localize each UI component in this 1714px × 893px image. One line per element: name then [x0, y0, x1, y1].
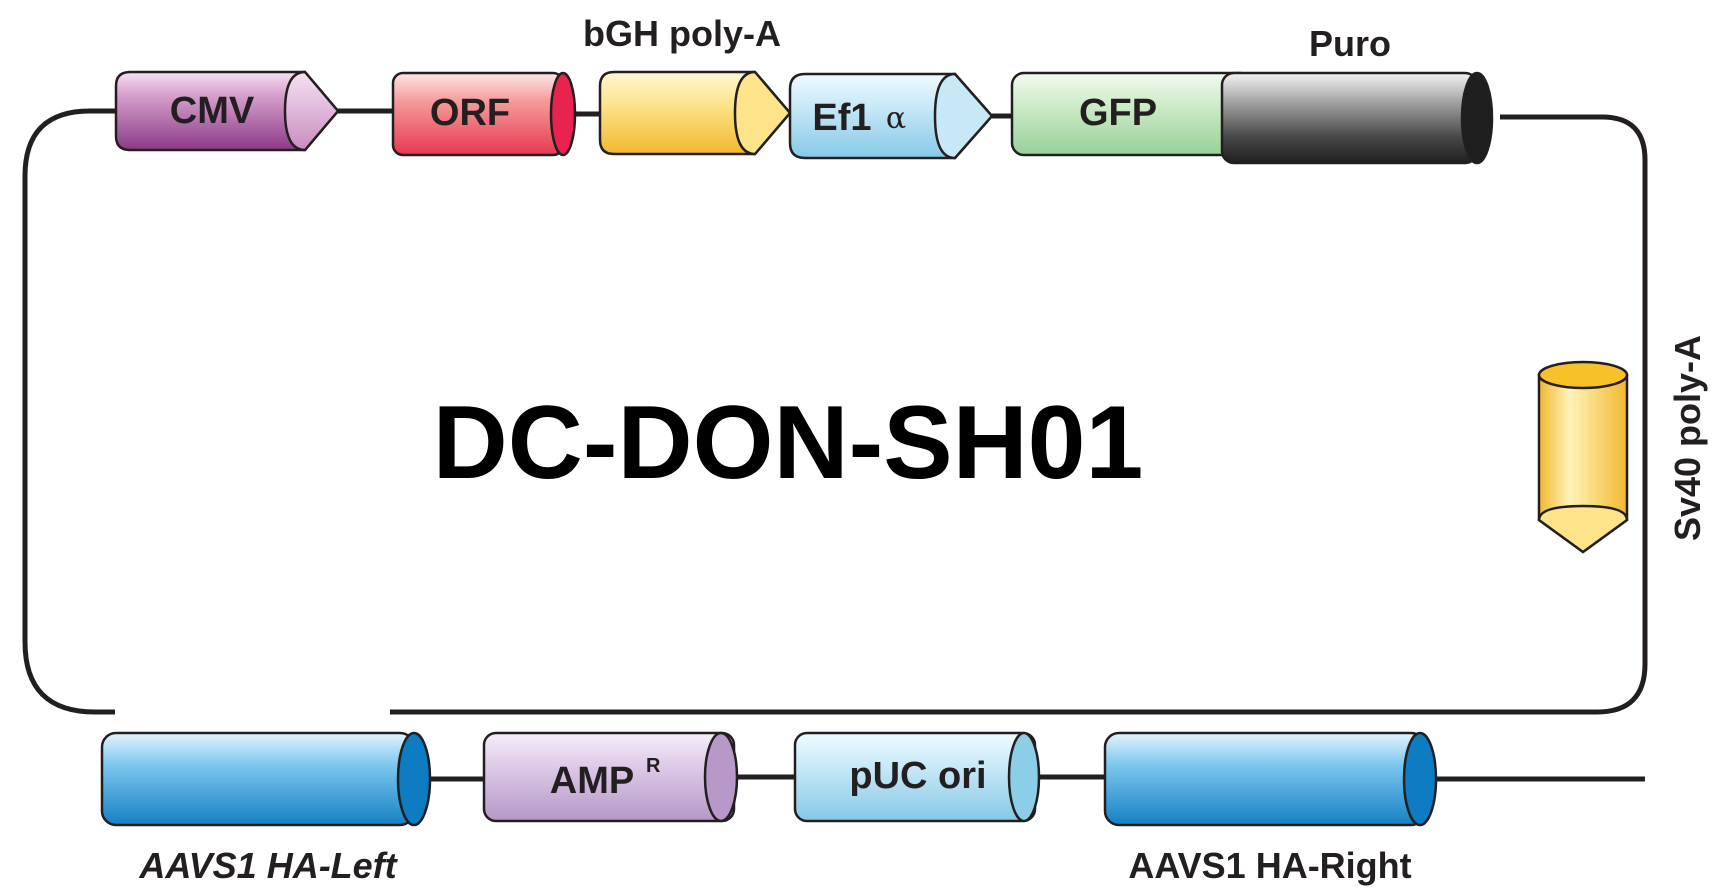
orf-label: ORF: [430, 92, 510, 134]
puro-label: Puro: [1309, 23, 1391, 64]
aavs1-ha-left-feature: AAVS1 HA-Left: [100, 731, 432, 886]
puc-ori-feature: pUC ori: [793, 731, 1041, 823]
ef1-promoter: Ef1 α: [788, 72, 994, 160]
gfp-feature: GFP: [1010, 71, 1254, 157]
ef1-alpha-label: α: [886, 101, 906, 136]
ampr-label: AMP: [550, 760, 634, 802]
aavs1-ha-right-feature: AAVS1 HA-Right: [1103, 731, 1438, 886]
ampr-feature: AMP R: [482, 731, 739, 823]
aavs1-ha-left-label: AAVS1 HA-Left: [138, 845, 398, 886]
orf-feature: ORF: [391, 71, 577, 157]
aavs1-ha-right-label: AAVS1 HA-Right: [1128, 845, 1411, 886]
gfp-label: GFP: [1079, 92, 1157, 134]
ampr-superscript-label: R: [646, 755, 661, 777]
cmv-promoter: CMV: [114, 70, 340, 152]
sv40-polya-label: Sv40 poly-A: [1667, 335, 1708, 541]
ef1-label: Ef1: [812, 97, 871, 139]
plasmid-title: DC-DON-SH01: [433, 385, 1144, 501]
puro-feature: Puro: [1220, 23, 1494, 165]
plasmid-backbone: [22, 108, 1648, 715]
bgh-polya-feature: bGH poly-A: [583, 13, 792, 156]
sv40-polya-feature: Sv40 poly-A: [1537, 335, 1708, 554]
puc-ori-label: pUC ori: [849, 755, 986, 797]
cmv-label: CMV: [170, 90, 255, 132]
bgh-polya-label: bGH poly-A: [583, 13, 781, 54]
